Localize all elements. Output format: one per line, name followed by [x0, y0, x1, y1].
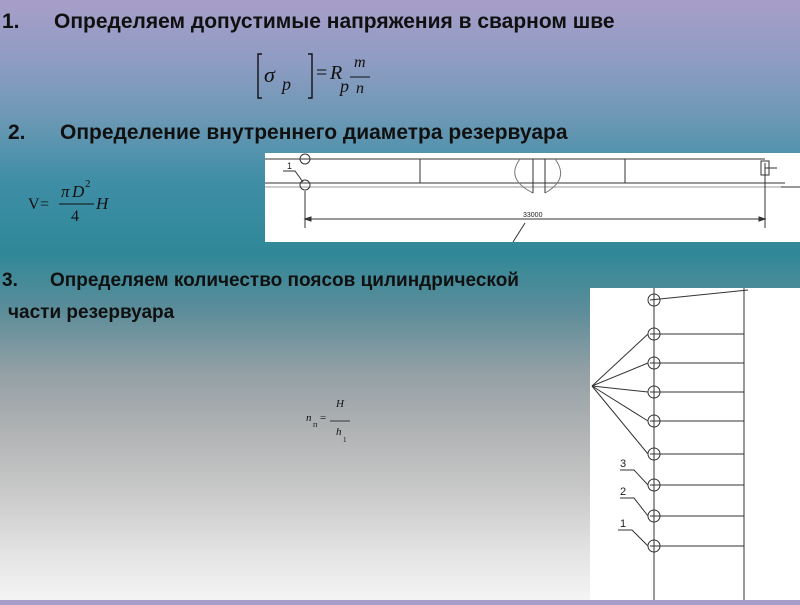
formula-stress-svg — [257, 53, 370, 99]
step-2-text: Определение внутреннего диаметра резерву… — [60, 121, 568, 144]
formula-num-m: m — [354, 54, 366, 71]
formula-volume-equals: = — [40, 196, 50, 213]
step-3-heading: 3. Определяем количество поясов цилиндрич… — [2, 270, 519, 292]
belt-label-1: 1 — [620, 518, 626, 530]
step-3-text: Определяем количество поясов цилиндричес… — [50, 270, 519, 291]
formula-sub-p2: p — [340, 76, 349, 96]
formula-sigma: σ — [264, 62, 275, 87]
step-2-heading: 2. Определение внутреннего диаметра резер… — [8, 121, 568, 145]
top-drawing-dimension: 33000 — [523, 212, 543, 219]
step-3-text-line2: части резервуара — [8, 302, 175, 323]
tank-belts-svg: 3 2 1 — [591, 288, 749, 600]
formula-D: D — [72, 182, 85, 201]
tank-section-drawing: 1 33000 — [265, 153, 800, 243]
step-1-number: 1. — [2, 10, 20, 33]
formula-allowable-stress: σ p = R p m n — [256, 50, 376, 102]
formula-pi: π — [61, 182, 70, 201]
step-3-number: 3. — [2, 270, 18, 291]
formula-den-4: 4 — [71, 208, 79, 225]
formula-belts-n: n — [306, 412, 312, 424]
step-1-heading: 1. Определяем допустимые напряжения в сва… — [2, 10, 615, 34]
formula-volume-svg — [59, 203, 94, 205]
belt-label-2: 2 — [620, 486, 626, 498]
formula-sub-p: p — [282, 74, 291, 94]
step-1-text: Определяем допустимые напряжения в сварн… — [54, 10, 615, 33]
belt-label-3: 3 — [620, 458, 626, 470]
formula-exp-2: 2 — [85, 178, 91, 190]
formula-belts-den-h: h — [336, 426, 342, 438]
formula-equals: = — [316, 62, 328, 84]
top-drawing-label-1: 1 — [287, 161, 292, 171]
formula-den-n: n — [356, 80, 364, 97]
formula-H: H — [96, 194, 109, 213]
step-2-number: 2. — [8, 121, 26, 144]
formula-R: R — [330, 62, 343, 84]
formula-volume: V = π D 2 4 H — [28, 178, 118, 230]
formula-belts-den-sub: 1 — [343, 436, 347, 444]
formula-belts-equals: = — [320, 412, 327, 424]
formula-belts-sub: п — [313, 420, 318, 429]
tank-section-svg: 1 33000 — [265, 153, 800, 243]
formula-belts-num-H: H — [336, 398, 344, 410]
formula-belts: n п = H h 1 — [306, 390, 356, 456]
tank-belts-drawing: 3 2 1 — [590, 288, 800, 600]
step-3-heading-line2: части резервуара — [8, 302, 174, 324]
formula-belts-svg — [330, 420, 350, 422]
formula-V: V — [28, 196, 40, 213]
